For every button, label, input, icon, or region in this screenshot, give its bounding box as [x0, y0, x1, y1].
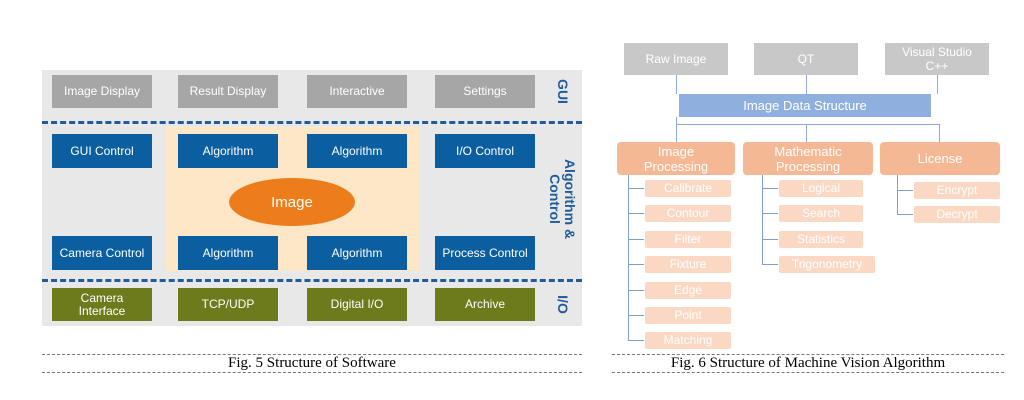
io-divider [42, 279, 582, 282]
process-control-box: Process Control [435, 236, 535, 270]
gui-divider [42, 121, 582, 124]
branch-decrypt [897, 214, 913, 215]
fixture-item: Fixture [645, 256, 731, 273]
point-item: Point [645, 307, 731, 324]
edge-item: Edge [645, 282, 731, 299]
logical-item: Logical [779, 180, 863, 197]
archive-box: Archive [435, 288, 535, 321]
mathematic-processing-box: Mathematic Processing [743, 142, 873, 175]
encrypt-item: Encrypt [914, 182, 1000, 199]
matching-item: Matching [645, 332, 731, 349]
connector-data-structure [676, 117, 677, 125]
image-ellipse: Image [229, 178, 355, 226]
category-bus [676, 124, 940, 125]
io-layer-label: I/O [554, 295, 571, 314]
search-item: Search [779, 205, 863, 222]
branch-matching [628, 340, 644, 341]
branch-statistics [762, 239, 778, 240]
camera-interface-box: Camera Interface [52, 288, 152, 321]
raw-image-box: Raw Image [624, 43, 728, 75]
mathematic-tree-line [762, 175, 763, 265]
digital-io-box: Digital I/O [307, 288, 407, 321]
branch-encrypt [897, 190, 913, 191]
fig5-caption: Fig. 5 Structure of Software [42, 354, 582, 373]
io-control-box: I/O Control [435, 134, 535, 168]
interactive-box: Interactive [307, 75, 407, 108]
settings-box: Settings [435, 75, 535, 108]
fig6-caption: Fig. 6 Structure of Machine Vision Algor… [612, 354, 1004, 373]
branch-calibrate [628, 188, 644, 189]
tcp-udp-box: TCP/UDP [178, 288, 278, 321]
trigonometry-item: Trigonometry [779, 256, 875, 273]
result-display-box: Result Display [178, 75, 278, 108]
filter-item: Filter [645, 231, 731, 248]
branch-trigonometry [762, 264, 778, 265]
image-processing-tree-line [628, 175, 629, 341]
branch-contour [628, 213, 644, 214]
branch-search [762, 213, 778, 214]
image-processing-box: Image Processing [617, 142, 735, 175]
decrypt-item: Decrypt [914, 206, 1000, 223]
statistics-item: Statistics [779, 231, 863, 248]
connector-mathematic-processing [806, 124, 807, 142]
branch-edge [628, 290, 644, 291]
calibrate-item: Calibrate [645, 180, 731, 197]
connector-qt [806, 75, 807, 94]
connector-visual-studio [937, 75, 938, 94]
branch-fixture [628, 264, 644, 265]
algorithm-box-1: Algorithm [178, 134, 278, 168]
branch-logical [762, 188, 778, 189]
camera-control-box: Camera Control [52, 236, 152, 270]
algorithm-box-2: Algorithm [307, 134, 407, 168]
contour-item: Contour [645, 205, 731, 222]
license-tree-line [897, 175, 898, 215]
visual-studio-box: Visual Studio C++ [885, 43, 989, 75]
branch-filter [628, 239, 644, 240]
algorithm-box-3: Algorithm [178, 236, 278, 270]
branch-point [628, 315, 644, 316]
image-data-structure-box: Image Data Structure [679, 94, 931, 117]
gui-control-box: GUI Control [52, 134, 152, 168]
gui-layer-label: GUI [554, 79, 571, 104]
qt-box: QT [754, 43, 858, 75]
algorithm-control-layer-label: Algorithm &Control [547, 158, 579, 240]
license-box: License [880, 142, 1000, 175]
connector-image-processing [676, 124, 677, 142]
algorithm-box-4: Algorithm [307, 236, 407, 270]
connector-raw-image [676, 75, 677, 94]
connector-license [939, 124, 940, 142]
image-display-box: Image Display [52, 75, 152, 108]
